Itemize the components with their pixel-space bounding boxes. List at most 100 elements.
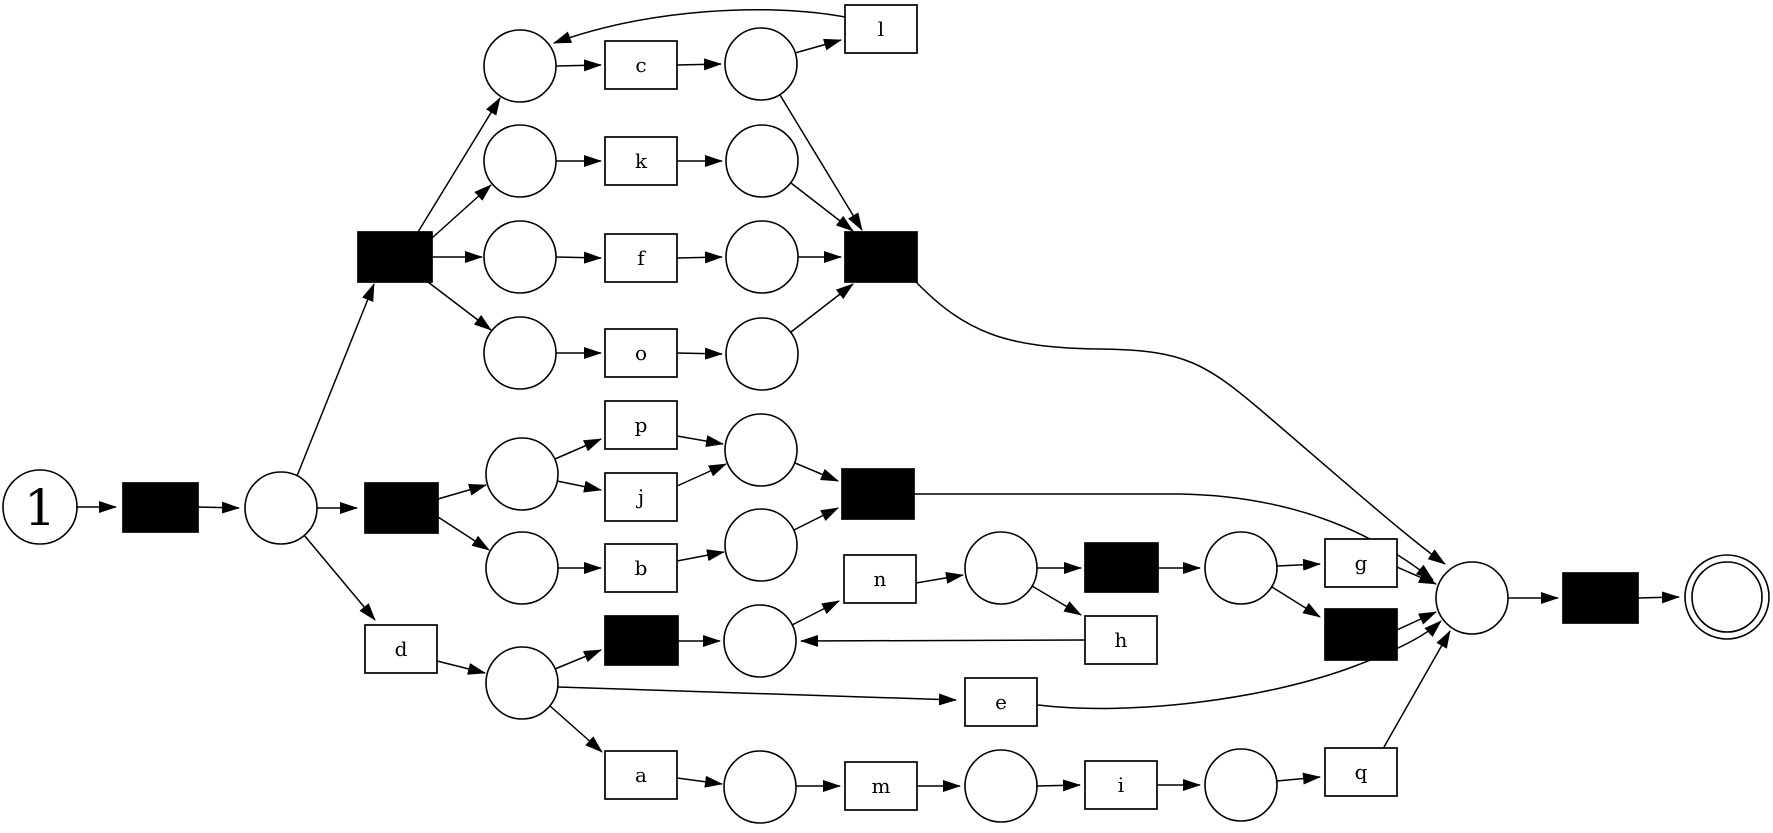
edge-topsplit-pc (417, 97, 501, 233)
silent-transition-mid-split (364, 482, 439, 534)
edge-pc2-topjoin (779, 94, 863, 231)
place-o-out (725, 317, 799, 391)
labeled-transitions: c k f o l p j b (364, 4, 1398, 811)
edge-midjoin-merge (914, 493, 1434, 581)
transition-l-label: l (878, 17, 884, 41)
place-k-in (483, 124, 557, 198)
transition-q: q (1324, 747, 1398, 797)
transition-h: h (1084, 615, 1158, 665)
edge-f-pf2 (676, 251, 723, 264)
place-c-in (483, 29, 557, 103)
transition-o-label: o (635, 341, 647, 365)
edge-pmul-p (554, 438, 602, 460)
silent-transition-skip-g (1324, 608, 1398, 661)
start-token-label: 1 (24, 479, 56, 537)
edge-ptau2-g (1276, 558, 1321, 571)
transition-a: a (604, 750, 678, 800)
edge-o-po2 (676, 347, 723, 360)
edge-piout-q (1276, 772, 1321, 785)
edge-n-pnout (915, 571, 964, 584)
edge-pmlr-midjoin (793, 507, 839, 531)
edge-tau1-p2 (197, 501, 240, 514)
place-after-tau1 (244, 471, 318, 545)
transition-p: p (604, 400, 678, 450)
place-q-in (1204, 748, 1278, 822)
place-n-out (964, 531, 1038, 605)
edge-midsplit-pmll (437, 516, 490, 551)
edge-pc-c (555, 59, 602, 72)
edge-e-merge (1037, 620, 1442, 710)
place-c-out (724, 27, 798, 101)
silent-transition-top-join (844, 231, 918, 283)
edge-p-pmur (676, 435, 724, 447)
transition-k: k (604, 136, 678, 186)
transition-o: o (604, 328, 678, 378)
place-b-out (724, 508, 798, 582)
transition-f: f (604, 233, 678, 283)
edge-pdout-e (557, 686, 957, 706)
edges (77, 8, 1680, 792)
place-f-out (725, 220, 799, 294)
edge-c-pc2 (676, 58, 722, 71)
place-k-out (725, 124, 799, 198)
place-merge (1435, 561, 1509, 635)
silent-transitions (122, 231, 1639, 666)
silent-transition-top-split (357, 231, 433, 283)
place-i-in (964, 749, 1038, 823)
edge-topsplit-po (427, 281, 492, 331)
edge-midsplit-pmul (437, 484, 487, 500)
transition-q-label: q (1355, 760, 1368, 784)
edge-topsplit-pk (431, 184, 492, 239)
transition-p-label: p (635, 413, 648, 437)
place-end (1684, 554, 1770, 640)
edge-topjoin-merge (915, 281, 1446, 565)
transition-m: m (844, 761, 918, 811)
transition-g-label: g (1355, 551, 1368, 575)
edge-pmout-i (1036, 779, 1081, 792)
place-b-in (485, 531, 559, 605)
transition-j-label: j (636, 485, 644, 509)
edge-a-paout (676, 775, 723, 788)
edge-l-pc-loop (553, 8, 846, 44)
edge-taug-merge (1396, 611, 1437, 631)
transition-l: l (844, 4, 918, 54)
silent-transition-bottom (604, 615, 679, 666)
transition-d-label: d (395, 637, 408, 661)
transition-b: b (604, 543, 678, 593)
place-f-in (483, 220, 557, 294)
transition-i: i (1084, 760, 1158, 810)
edge-h-ptauout-loop (800, 634, 1086, 647)
edge-d-pdout (436, 660, 486, 675)
edge-q-merge (1383, 630, 1451, 748)
edge-ptau2-taug (1271, 586, 1321, 618)
edge-pdout-bottau (554, 649, 602, 670)
transition-m-label: m (872, 774, 891, 798)
edge-pnout-h (1031, 585, 1082, 616)
edge-pmul-j (556, 480, 602, 493)
place-pj-out (724, 413, 798, 487)
transition-j: j (604, 472, 678, 522)
silent-transition-final (1562, 572, 1639, 624)
place-n-in (723, 604, 797, 678)
transition-d: d (364, 624, 438, 674)
edge-p2-topsplit (296, 283, 375, 477)
edge-p2-d (303, 534, 376, 621)
transition-e-label: e (995, 690, 1007, 714)
edge-g-merge (1396, 566, 1437, 585)
transition-h-label: h (1115, 628, 1128, 652)
transition-f-label: f (637, 246, 646, 270)
transition-n: n (843, 554, 917, 604)
edge-taufinal-end (1637, 591, 1680, 604)
silent-transition-start (122, 482, 199, 533)
transition-c-label: c (635, 53, 646, 77)
edge-ptauout-n (791, 600, 840, 626)
place-start: 1 (2, 469, 78, 545)
place-pj-in (485, 437, 559, 511)
places: 1 (2, 27, 1770, 824)
transition-g: g (1324, 538, 1398, 588)
silent-transition-mid-join (841, 468, 915, 520)
edge-j-pmur (676, 463, 727, 487)
transition-i-label: i (1118, 773, 1124, 797)
